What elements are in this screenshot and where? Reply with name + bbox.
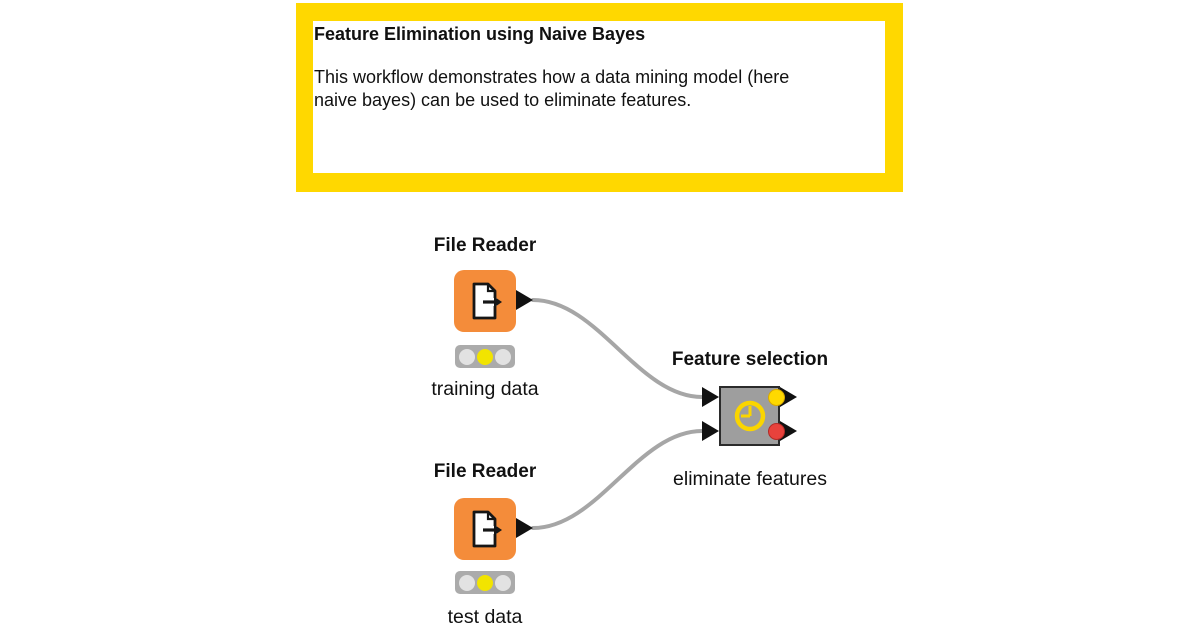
annotation-content: Feature Elimination using Naive Bayes Th… <box>313 21 885 173</box>
traffic-light-green <box>495 574 511 591</box>
traffic-light-green <box>495 348 511 365</box>
annotation-body: This workflow demonstrates how a data mi… <box>314 66 879 112</box>
traffic-light-yellow <box>477 348 493 365</box>
output-port-dot-red[interactable] <box>768 423 785 440</box>
file-export-icon <box>472 510 502 548</box>
node-file-reader-2[interactable] <box>454 498 516 560</box>
output-port-file-reader-1[interactable] <box>516 290 533 310</box>
node-title-file-reader-1: File Reader <box>433 235 537 256</box>
output-port-file-reader-2[interactable] <box>516 518 533 538</box>
connection-training-data-to-feature-selection[interactable] <box>531 298 704 399</box>
node-title-feature-selection: Feature selection <box>671 349 829 370</box>
annotation-body-line1: This workflow demonstrates how a data mi… <box>314 67 790 87</box>
node-label-file-reader-1: training data <box>431 378 539 400</box>
node-file-reader-1[interactable] <box>454 270 516 332</box>
status-traffic-light-file-reader-2 <box>455 571 515 594</box>
node-feature-selection[interactable] <box>719 386 780 446</box>
connection-test-data-to-feature-selection[interactable] <box>531 429 704 530</box>
input-port-top-feature-selection[interactable] <box>702 387 719 407</box>
workflow-annotation[interactable]: Feature Elimination using Naive Bayes Th… <box>296 3 903 192</box>
annotation-body-line2: naive bayes) can be used to eliminate fe… <box>314 90 692 110</box>
output-port-top-feature-selection[interactable] <box>780 387 797 407</box>
node-label-file-reader-2: test data <box>447 606 523 628</box>
output-port-dot-yellow[interactable] <box>768 389 785 406</box>
file-export-icon <box>472 282 502 320</box>
output-port-bottom-feature-selection[interactable] <box>780 421 797 441</box>
annotation-title: Feature Elimination using Naive Bayes <box>314 24 646 44</box>
input-port-bottom-feature-selection[interactable] <box>702 421 719 441</box>
traffic-light-red <box>459 348 475 365</box>
status-traffic-light-file-reader-1 <box>455 345 515 368</box>
clock-icon <box>734 400 765 432</box>
node-label-feature-selection: eliminate features <box>673 468 827 490</box>
traffic-light-red <box>459 574 475 591</box>
traffic-light-yellow <box>477 574 493 591</box>
node-title-file-reader-2: File Reader <box>433 461 537 482</box>
